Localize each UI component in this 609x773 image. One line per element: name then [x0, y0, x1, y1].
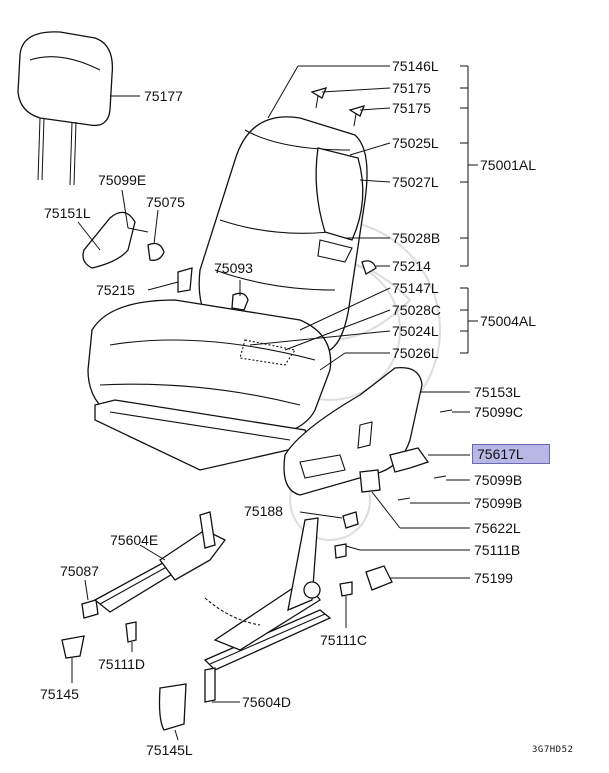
- small-fasteners: [61, 87, 453, 731]
- label-75145L: 75145L: [146, 742, 193, 758]
- label-75604D: 75604D: [242, 694, 292, 710]
- label-75004AL: 75004AL: [480, 313, 537, 329]
- label-75099C: 75099C: [474, 404, 524, 420]
- seat-back: [198, 116, 368, 351]
- label-75028C: 75028C: [392, 302, 442, 318]
- label-75099B-top: 75099B: [474, 472, 523, 488]
- label-75075: 75075: [146, 194, 185, 210]
- label-75027L: 75027L: [392, 174, 439, 190]
- label-75147L: 75147L: [392, 280, 439, 296]
- label-75175-bottom: 75175: [392, 100, 431, 116]
- label-75087: 75087: [60, 563, 99, 579]
- label-75177: 75177: [144, 88, 183, 104]
- leader-lines: [71, 65, 478, 741]
- label-75099B-bottom: 75099B: [474, 495, 523, 511]
- label-75001AL: 75001AL: [480, 157, 537, 173]
- label-75146L: 75146L: [392, 58, 439, 74]
- label-75099E: 75099E: [98, 172, 147, 188]
- label-75028B: 75028B: [392, 230, 441, 246]
- label-75151L: 75151L: [44, 205, 91, 221]
- label-75215: 75215: [96, 282, 135, 298]
- label-75025L: 75025L: [392, 135, 439, 151]
- label-75026L: 75026L: [392, 345, 439, 361]
- label-75617L-highlighted[interactable]: 75617L: [472, 444, 550, 464]
- label-75145: 75145: [40, 686, 79, 702]
- seat-cushion: [87, 299, 332, 471]
- label-75153L: 75153L: [474, 384, 521, 400]
- label-75175-top: 75175: [392, 80, 431, 96]
- label-75111B: 75111B: [474, 542, 521, 558]
- label-75024L: 75024L: [392, 323, 439, 339]
- label-75111D: 75111D: [98, 656, 145, 672]
- label-75604E: 75604E: [110, 532, 159, 548]
- label-75188: 75188: [244, 503, 283, 519]
- label-75199: 75199: [474, 570, 513, 586]
- label-75093: 75093: [214, 260, 253, 276]
- label-75111C: 75111C: [320, 632, 367, 648]
- seat-rails: [93, 511, 332, 703]
- headrest: [17, 31, 140, 186]
- label-75214: 75214: [392, 258, 431, 274]
- diagram-code: 3G7HD52: [532, 745, 574, 755]
- label-75622L: 75622L: [474, 520, 521, 536]
- side-shield: [283, 366, 430, 496]
